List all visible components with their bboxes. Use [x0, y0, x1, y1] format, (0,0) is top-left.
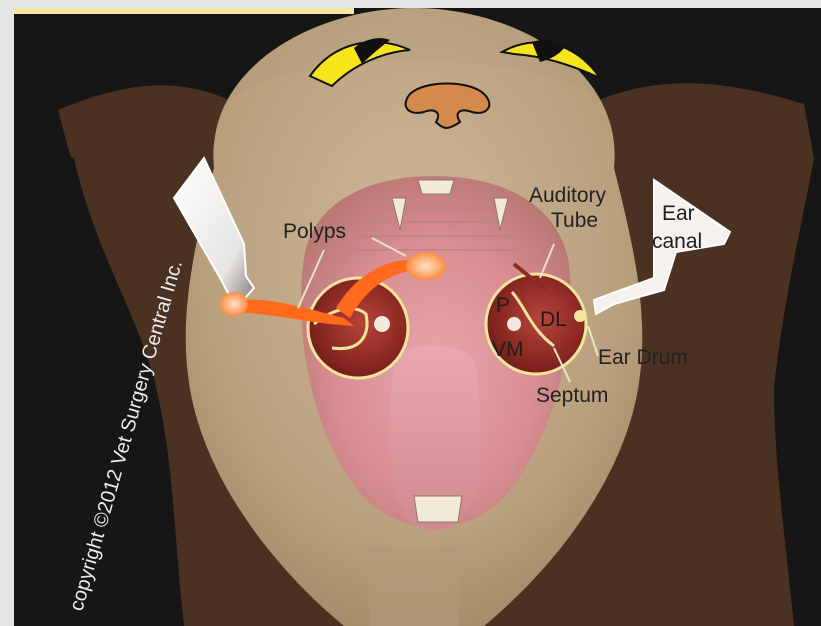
- left-polyp-icon: [220, 292, 248, 316]
- left-bulla-spot: [374, 316, 390, 332]
- cat-ear-anatomy-figure: Polyps Auditory Tube Ear canal P DL VM E…: [14, 8, 821, 626]
- label-ear-canal-line1: Ear: [662, 202, 695, 225]
- label-septum: Septum: [536, 384, 608, 407]
- anatomy-illustration: Polyps Auditory Tube Ear canal P DL VM E…: [14, 8, 821, 626]
- ear-drum-marker: [574, 310, 586, 322]
- label-ear-drum: Ear Drum: [598, 346, 688, 369]
- right-bulla-spot: [507, 317, 521, 331]
- label-dl: DL: [540, 308, 567, 331]
- label-p: P: [496, 294, 510, 317]
- label-polyps: Polyps: [283, 220, 346, 243]
- label-vm: VM: [492, 338, 524, 361]
- label-auditory-line1: Auditory: [529, 184, 607, 207]
- label-auditory-line2: Tube: [551, 209, 598, 232]
- label-ear-canal-line2: canal: [652, 230, 702, 253]
- vertebra: [369, 548, 459, 626]
- right-polyp-icon: [406, 252, 446, 280]
- top-yellow-strip: [14, 8, 354, 14]
- lower-teeth: [414, 496, 462, 522]
